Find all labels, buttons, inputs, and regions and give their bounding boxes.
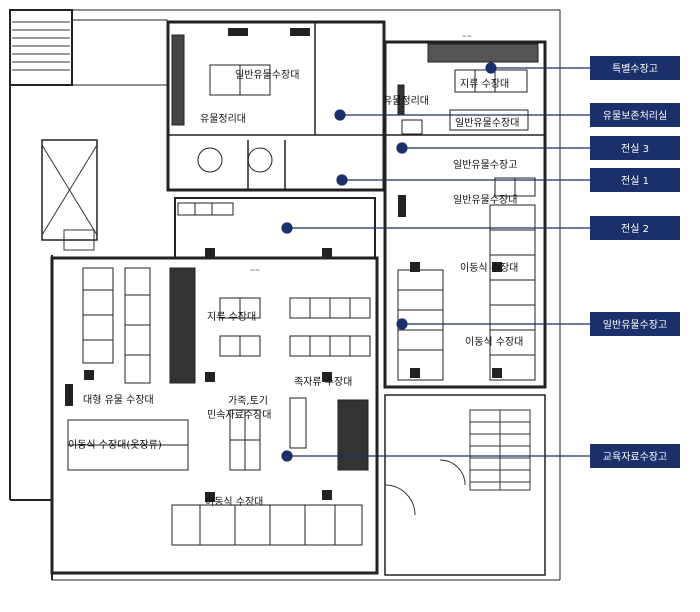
stair-block-top-left [9,9,73,86]
label-general-storage-b: 일반유물수장대 [453,194,517,206]
legend-box-anteroom-2 [590,216,680,240]
legend: 특별수장고 유물보존처리실 전실 3 전실 1 전실 2 일반유물수장고 교육자… [590,56,680,468]
label-folk-material: 민속자료수장대 [207,409,271,421]
legend-box-anteroom-1 [590,168,680,192]
label-general-shelf-right: 일반유물수장대 [455,117,519,129]
legend-box-general-storage [590,312,680,336]
legend-leaders [281,62,590,462]
general-storage-right [383,40,547,389]
marker-anteroom-1 [336,174,348,186]
conservation-block [166,20,386,192]
label-large-artifact: 대형 유물 수장대 [83,394,154,406]
label-scroll-storage: 족자류 수장대 [294,376,352,388]
room-labels: 일반유물수장대 유물정리대 유물정리대 지류 수장대 일반유물수장대 일반유물수… [68,69,523,508]
label-general-storage-top: 일반유물수장대 [235,69,299,81]
marker-general-storage [396,318,408,330]
label-mobile-clothing: 이동식 수장대(옷장류) [68,439,162,451]
room-top-left [71,19,168,86]
label-artifact-arrangement-right: 유물정리대 [383,95,429,107]
label-leather-ceramic: 가죽,토기 [228,395,268,407]
legend-label-conservation-room: 유물보존처리실 [603,110,667,122]
marker-education-storage [281,450,293,462]
legend-label-education-storage: 교육자료수장고 [603,451,667,463]
label-special-shelf: 지류 수장대 [460,78,509,90]
label-mobile-storage-right-a: 이동식 수장대 [460,262,518,274]
svg-text:~~: ~~ [462,33,472,40]
legend-box-special-storage [590,56,680,80]
marker-anteroom-2 [281,222,293,234]
legend-box-education-storage [590,444,680,468]
legend-label-anteroom-3: 전실 3 [621,143,649,155]
label-paper-storage: 지류 수장대 [207,311,256,323]
legend-label-general-storage: 일반유물수장고 [603,319,667,331]
marker-conservation-room [334,109,346,121]
columns [65,28,502,502]
legend-label-anteroom-1: 전실 1 [621,175,649,187]
marker-anteroom-3 [396,142,408,154]
label-artifact-arrangement: 유물정리대 [200,113,246,125]
svg-text:~~: ~~ [250,267,260,274]
legend-box-anteroom-3 [590,136,680,160]
legend-label-special-storage: 특별수장고 [612,63,658,75]
building-walls [9,9,561,581]
marker-special-storage [485,62,497,74]
elevator-block [41,139,98,241]
right-storage-shelving [397,43,539,381]
stairs-top-left [12,21,98,251]
main-hall-shelving [67,202,371,546]
scale-marks: ~~ ~~ [250,33,472,274]
label-general-storage-a: 일반유물수장고 [453,159,517,171]
label-mobile-bottom: 이동식 수장대 [205,496,263,508]
label-mobile-storage-right-b: 이동식 수장대 [465,336,523,348]
legend-box-conservation-room [590,103,680,127]
education-stairs [384,409,531,516]
legend-label-anteroom-2: 전실 2 [621,223,649,235]
